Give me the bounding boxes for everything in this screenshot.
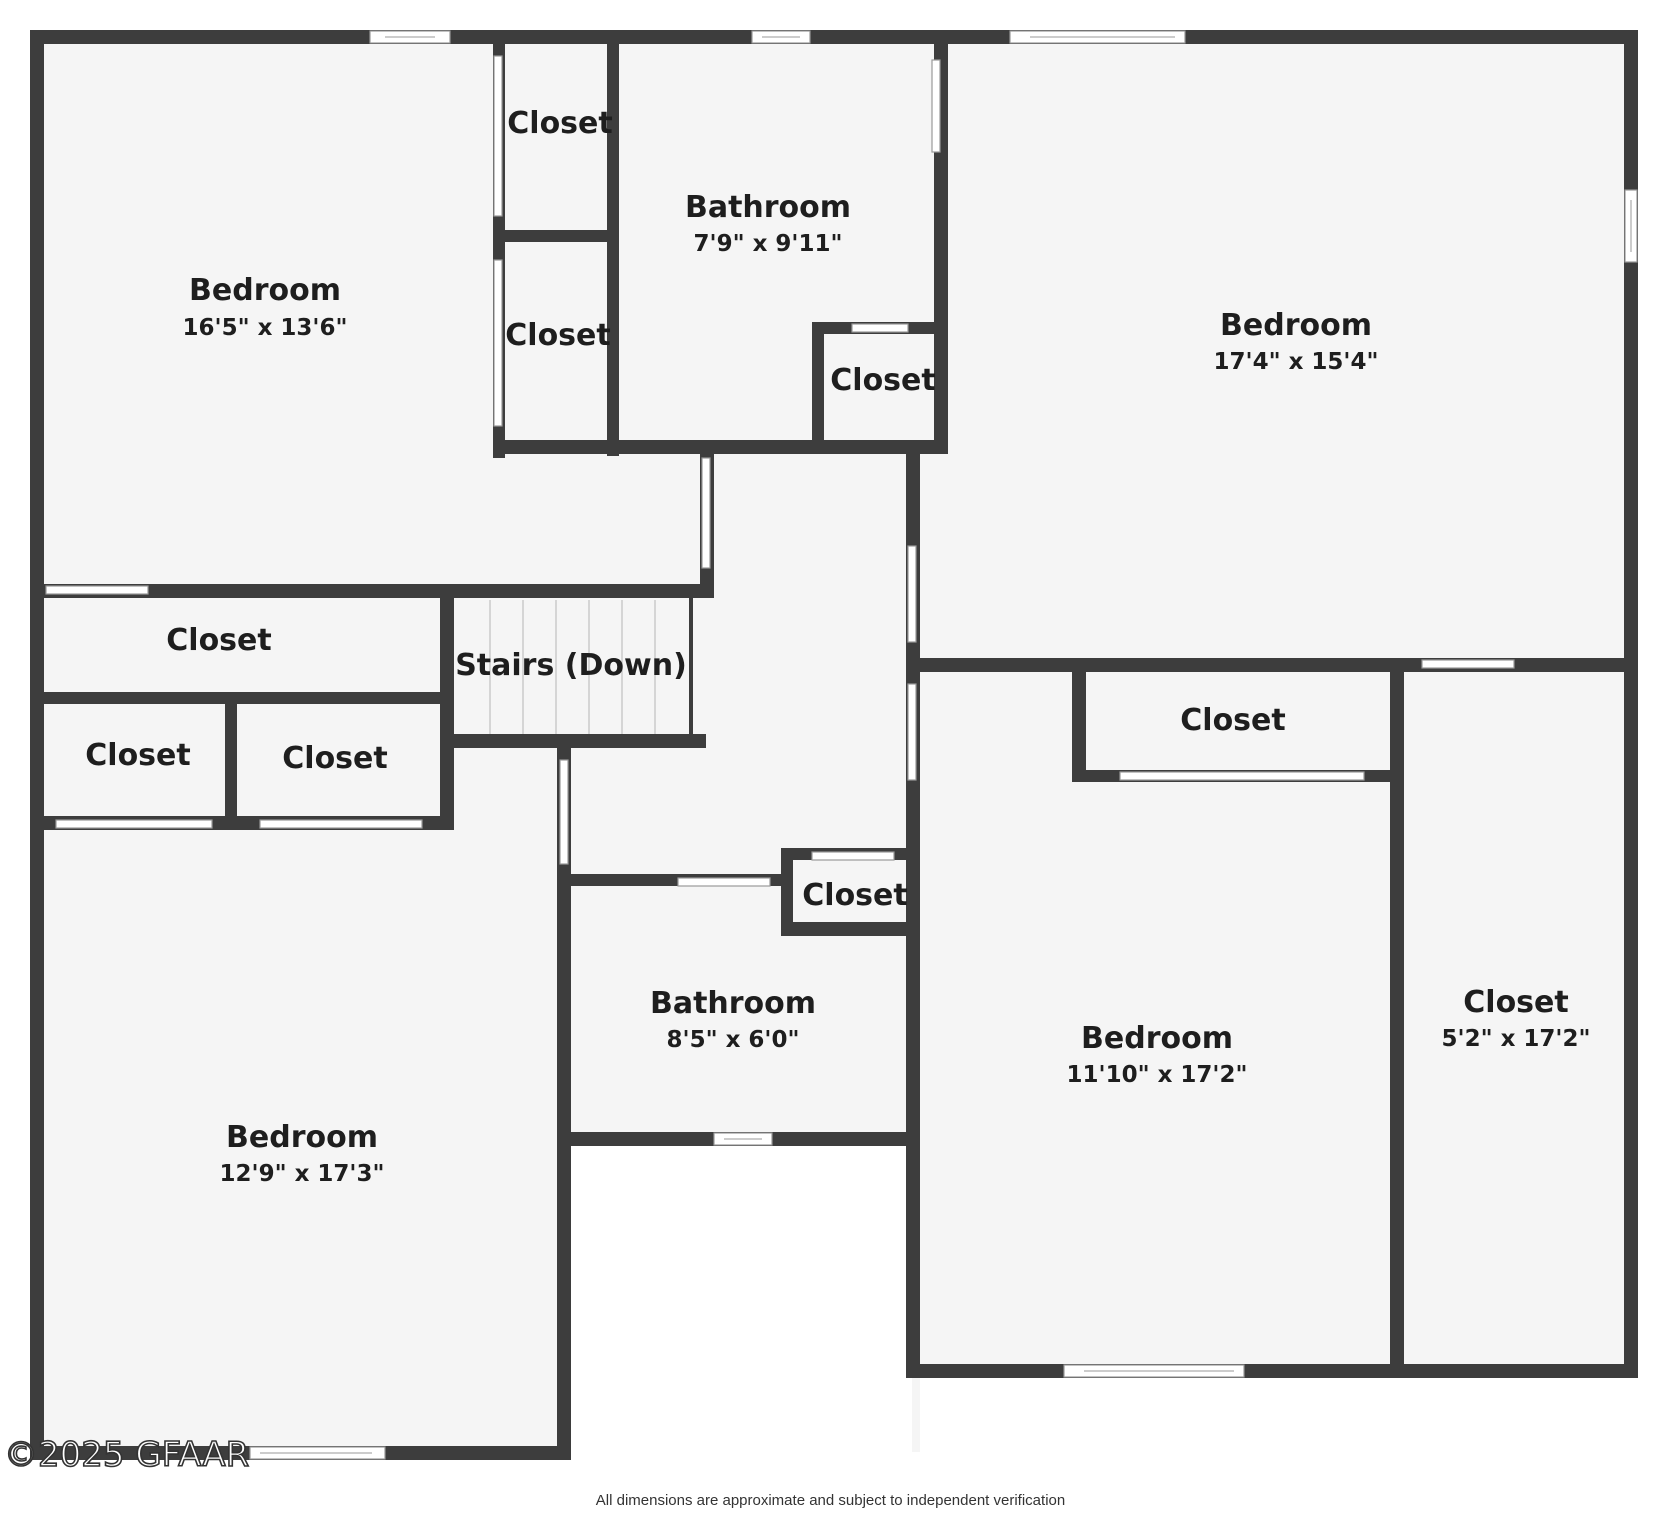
room-dims-bedroom-1: 16'5" x 13'6" xyxy=(183,315,348,341)
room-dims-bedroom-3: 11'10" x 17'2" xyxy=(1067,1062,1248,1088)
room-name-closet-e: Closet xyxy=(85,738,190,773)
disclaimer: All dimensions are approximate and subje… xyxy=(595,1492,1066,1509)
watermark: ©2025 GFAAR xyxy=(4,1435,249,1475)
room-name-closet-b: Closet xyxy=(505,318,610,353)
room-dims-closet-i: 5'2" x 17'2" xyxy=(1442,1026,1591,1052)
window-glazing xyxy=(260,36,1632,1454)
room-dims-bedroom-2: 17'4" x 15'4" xyxy=(1214,349,1379,375)
room-labels: Bedroom 16'5" x 13'6" Closet Closet Bath… xyxy=(85,106,1590,1187)
room-name-bedroom-2: Bedroom xyxy=(1220,308,1372,343)
room-name-bathroom-1: Bathroom xyxy=(685,190,851,225)
room-name-closet-i: Closet xyxy=(1463,985,1568,1020)
room-name-bedroom-3: Bedroom xyxy=(1081,1021,1233,1056)
room-name-closet-a: Closet xyxy=(507,106,612,141)
room-name-closet-d: Closet xyxy=(166,623,271,658)
room-name-closet-g: Closet xyxy=(1180,703,1285,738)
room-dims-bathroom-2: 8'5" x 6'0" xyxy=(667,1027,800,1053)
stair-treads xyxy=(489,600,656,734)
room-dims-bedroom-4: 12'9" x 17'3" xyxy=(220,1161,385,1187)
room-name-bedroom-1: Bedroom xyxy=(189,273,341,308)
room-name-closet-f: Closet xyxy=(282,741,387,776)
floor-fills xyxy=(36,36,1632,1452)
room-dims-bathroom-1: 7'9" x 9'11" xyxy=(694,231,843,257)
room-name-bedroom-4: Bedroom xyxy=(226,1120,378,1155)
room-name-closet-h: Closet xyxy=(802,878,907,913)
room-name-closet-c: Closet xyxy=(830,363,935,398)
room-name-stairs: Stairs (Down) xyxy=(455,648,687,683)
room-name-bathroom-2: Bathroom xyxy=(650,986,816,1021)
